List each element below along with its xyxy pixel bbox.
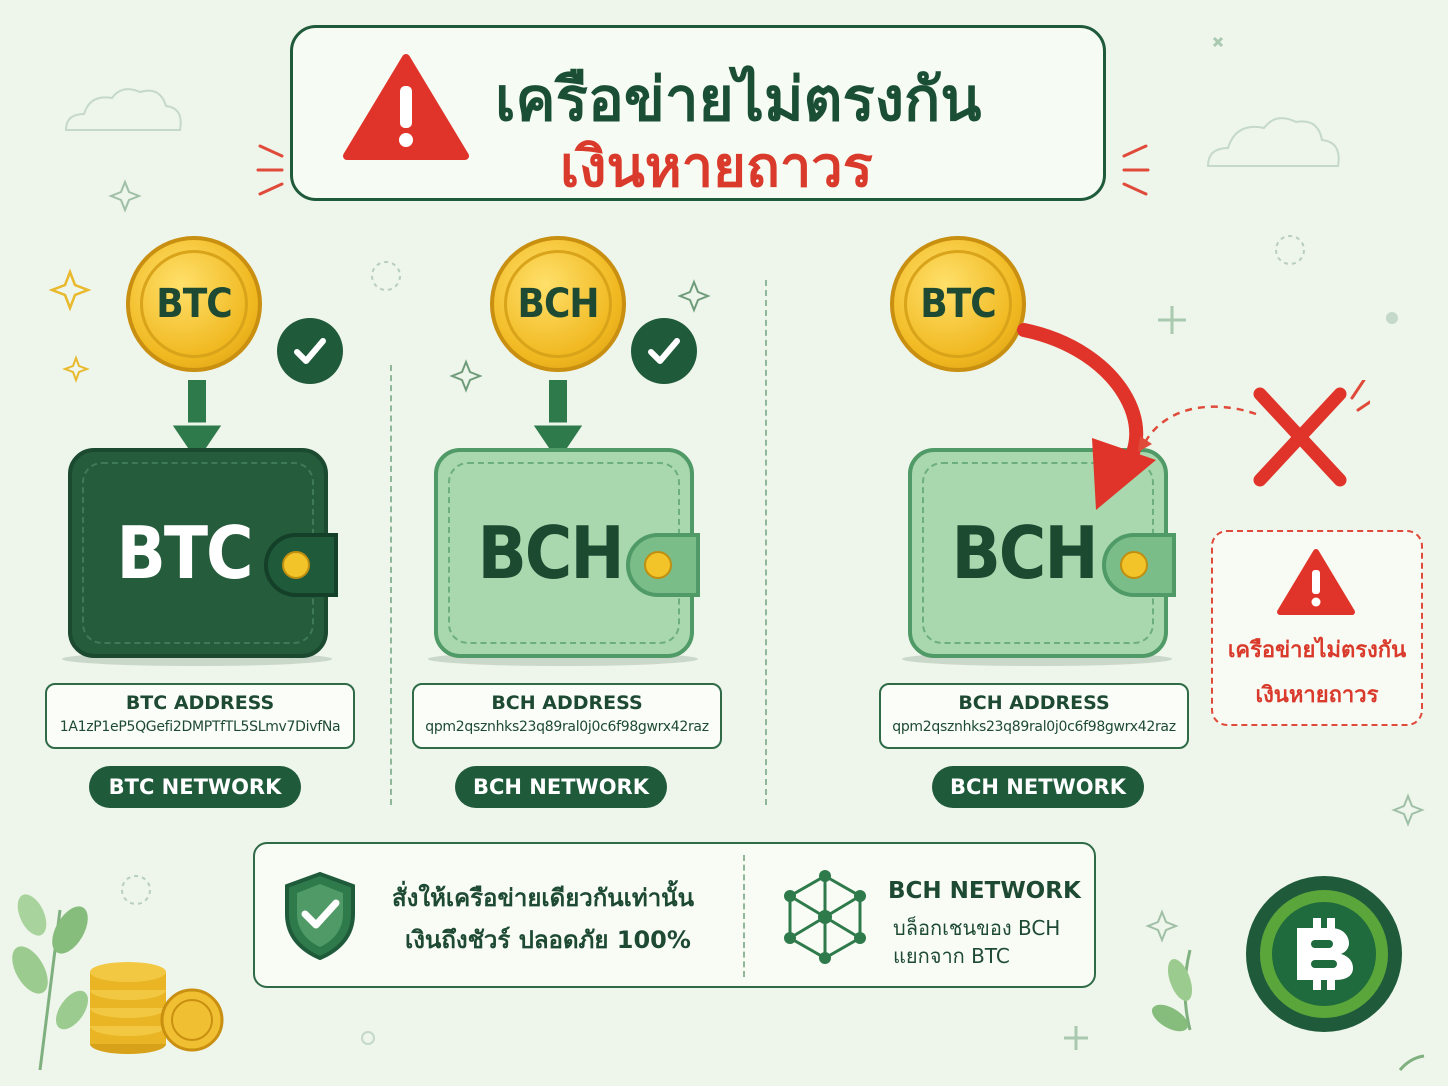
address-box-btc[interactable]: BTC ADDRESS 1A1zP1eP5QGefi2DMPTfTL5SLmv7… [45,683,355,749]
network-badge-bch: BCH NETWORK [455,766,667,808]
info-panel [253,842,1096,988]
bitcoin-cash-logo [1246,876,1402,1032]
curved-arrow-icon [1017,323,1156,510]
address-value[interactable]: qpm2qsznhks23q89ral0j0c6f98gwrx42raz [892,719,1176,735]
shield-check-icon [285,871,355,961]
clasp-button [644,551,672,579]
coin-label: BCH [504,250,612,358]
coin-label: BTC [904,250,1012,358]
network-nodes-icon [784,870,866,964]
wallet-clasp [626,533,700,597]
network-badge-btc: BTC NETWORK [89,766,301,808]
address-value[interactable]: qpm2qsznhks23q89ral0j0c6f98gwrx42raz [425,719,709,735]
wallet-label: BCH [951,511,1098,595]
address-box-bch[interactable]: BCH ADDRESS qpm2qsznhks23q89ral0j0c6f98g… [412,683,722,749]
address-box-bch-mismatch[interactable]: BCH ADDRESS qpm2qsznhks23q89ral0j0c6f98g… [879,683,1189,749]
logo-ring [1260,890,1388,1018]
warning-line-2: เงินหายถาวร [1255,683,1379,708]
wallet-clasp [264,533,338,597]
network-badge-bch-mismatch: BCH NETWORK [932,766,1144,808]
dashed-return-arrow [1138,405,1257,452]
network-info-line-1: บล็อกเชนของ BCH [893,916,1061,940]
safe-tip-line-1: สั่งให้เครือข่ายเดียวกันเท่านั้น [392,884,694,912]
wallet-label: BCH [477,511,624,595]
warning-line-1: เครือข่ายไม่ตรงกัน [1227,638,1407,663]
coin-label: BTC [140,250,248,358]
info-divider [743,855,745,977]
address-label: BCH ADDRESS [491,692,643,714]
wallet-clasp [1102,533,1176,597]
warning-icon [1277,549,1355,615]
clasp-button [282,551,310,579]
bitcoin-cash-symbol-icon [1297,918,1353,990]
arrow-down-icon [528,380,588,467]
address-value[interactable]: 1A1zP1eP5QGefi2DMPTfTL5SLmv7DivfNa [59,719,341,735]
wallet-label: BTC [116,511,253,595]
logo-core [1272,902,1376,1006]
title-line-2: เงินหายถาวร [560,135,873,200]
coin-btc: BTC [126,236,262,372]
column-divider [765,280,767,805]
alert-sparks-icon [256,144,284,196]
network-info-title: BCH NETWORK [888,878,1081,904]
safe-tip-line-2: เงินถึงชัวร์ ปลอดภัย 100% [405,926,691,954]
clasp-button [1120,551,1148,579]
network-info-line-2: แยกจาก BTC [893,944,1010,968]
arrow-down-icon [167,380,227,467]
alert-sparks-icon [1122,144,1150,196]
x-icon [1253,380,1370,487]
address-label: BCH ADDRESS [958,692,1110,714]
column-divider [390,365,392,805]
check-icon [277,318,343,384]
coin-btc-mismatch: BTC [890,236,1026,372]
coin-bch: BCH [490,236,626,372]
title-line-1: เครือข่ายไม่ตรงกัน [495,65,982,135]
check-icon [631,318,697,384]
address-label: BTC ADDRESS [125,692,275,714]
warning-icon [343,54,469,160]
